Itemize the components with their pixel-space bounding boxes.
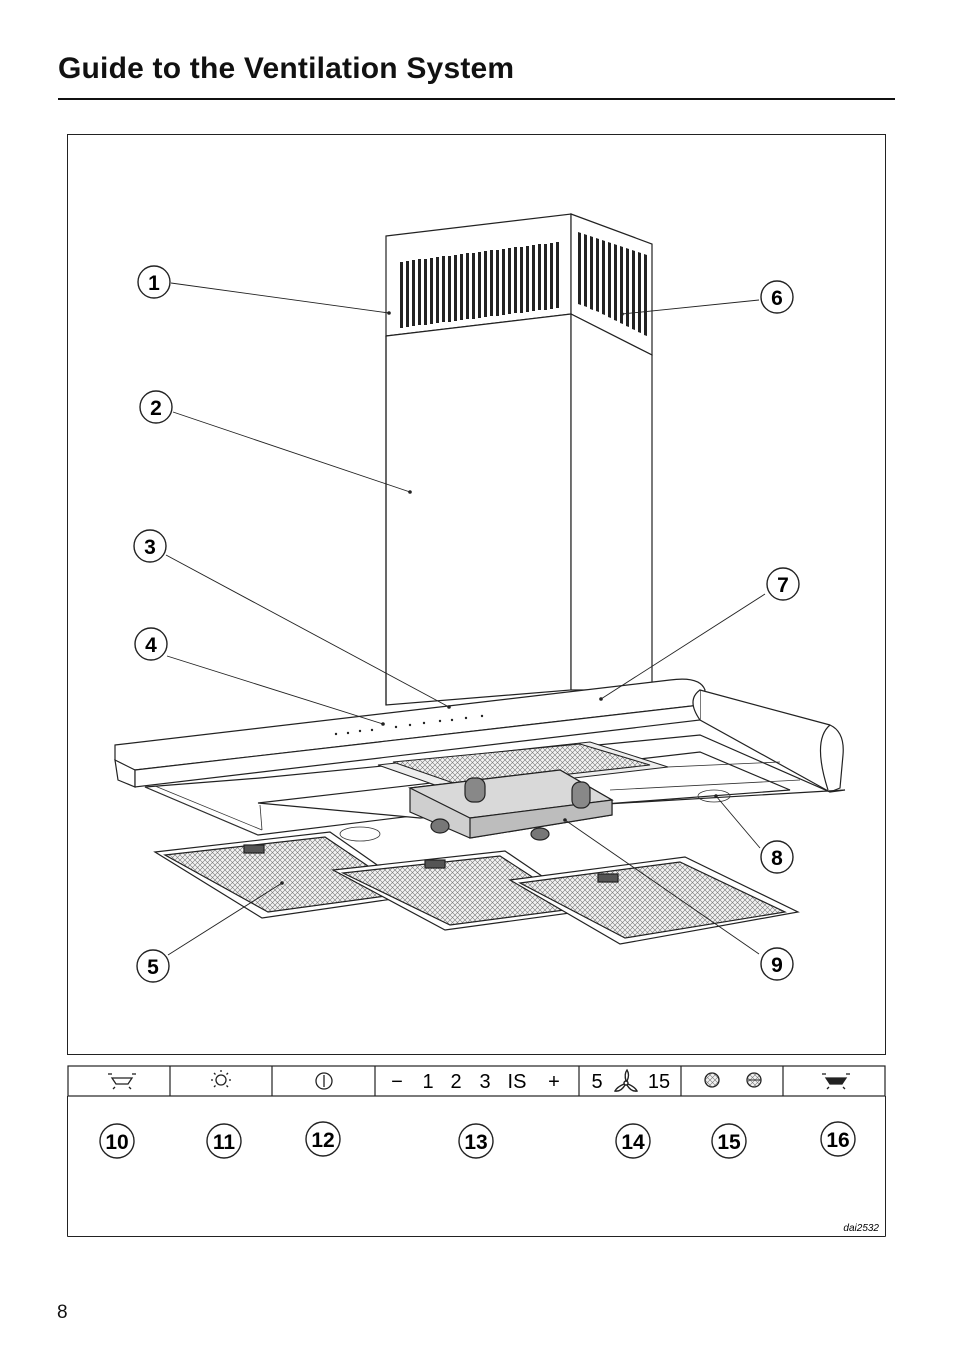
callout-6: 6 [760, 280, 794, 314]
callout-10: 10 [99, 1123, 135, 1159]
fan-level-1: 1 [422, 1071, 433, 1093]
svg-text:1: 1 [148, 272, 160, 295]
svg-text:12: 12 [311, 1129, 334, 1152]
svg-text:11: 11 [213, 1131, 236, 1154]
grease-filters [153, 831, 800, 945]
svg-text:10: 10 [105, 1131, 128, 1154]
fan-plus-label: + [548, 1071, 560, 1093]
ambient-light-icon [822, 1073, 850, 1090]
svg-text:9: 9 [771, 954, 783, 977]
fan-level-is: IS [508, 1071, 527, 1093]
filter-recess [377, 741, 669, 793]
fan-minus-label: − [391, 1071, 403, 1093]
drawing-code: dai2532 [843, 1223, 879, 1234]
callout-12: 12 [305, 1121, 341, 1157]
callout-15: 15 [711, 1123, 747, 1159]
svg-text:14: 14 [621, 1131, 645, 1154]
callout-9: 9 [760, 947, 794, 981]
callout-7: 7 [766, 567, 800, 601]
leader-lines [165, 282, 766, 956]
svg-text:15: 15 [717, 1131, 741, 1154]
power-icon [315, 1072, 333, 1090]
callout-13: 13 [458, 1123, 494, 1159]
callout-3: 3 [133, 529, 167, 563]
svg-text:16: 16 [826, 1129, 849, 1152]
leader-dots [280, 311, 718, 885]
figure-frame [67, 134, 886, 1055]
svg-text:2: 2 [150, 397, 162, 420]
callout-8: 8 [760, 840, 794, 874]
callout-11: 11 [206, 1123, 242, 1159]
control-panel: − 1 2 3 IS + 5 15 [67, 1065, 886, 1097]
callout-1: 1 [137, 265, 171, 299]
fan-level-3: 3 [479, 1071, 490, 1093]
svg-text:4: 4 [145, 634, 157, 657]
svg-text:5: 5 [147, 956, 159, 979]
fan-power-segment: − 1 2 3 IS + [391, 1071, 560, 1093]
callout-5: 5 [136, 949, 170, 983]
run-on-15: 15 [648, 1071, 670, 1093]
charcoal-filter-box [407, 769, 614, 841]
chimney [385, 213, 653, 706]
callout-16: 16 [820, 1121, 856, 1157]
callout-2: 2 [139, 390, 173, 424]
fan-timer-icon [613, 1068, 639, 1092]
chimney-vents-side [578, 232, 647, 336]
svg-text:3: 3 [144, 536, 156, 559]
svg-text:8: 8 [771, 847, 783, 870]
callout-4: 4 [134, 627, 168, 661]
chimney-vents-front [400, 242, 559, 328]
hood-details [144, 761, 801, 842]
svg-text:6: 6 [771, 287, 783, 310]
fan-level-2: 2 [450, 1071, 461, 1093]
odour-filter-icon [746, 1072, 762, 1088]
grease-filter-icon [704, 1072, 720, 1088]
svg-text:7: 7 [777, 574, 789, 597]
callout-14: 14 [615, 1123, 651, 1159]
svg-text:13: 13 [464, 1131, 487, 1154]
run-on-5: 5 [591, 1071, 602, 1093]
page-number: 8 [57, 1302, 68, 1323]
light-icon [211, 1070, 231, 1088]
run-on-segment: 5 15 [591, 1068, 670, 1093]
callouts: 1 2 3 4 5 6 7 8 [133, 265, 800, 983]
control-strip [334, 714, 484, 736]
title-rule [58, 98, 895, 100]
page-title: Guide to the Ventilation System [58, 52, 515, 85]
control-callouts: 10 11 12 13 14 15 16 [99, 1121, 856, 1159]
light-dim-icon [108, 1073, 136, 1090]
